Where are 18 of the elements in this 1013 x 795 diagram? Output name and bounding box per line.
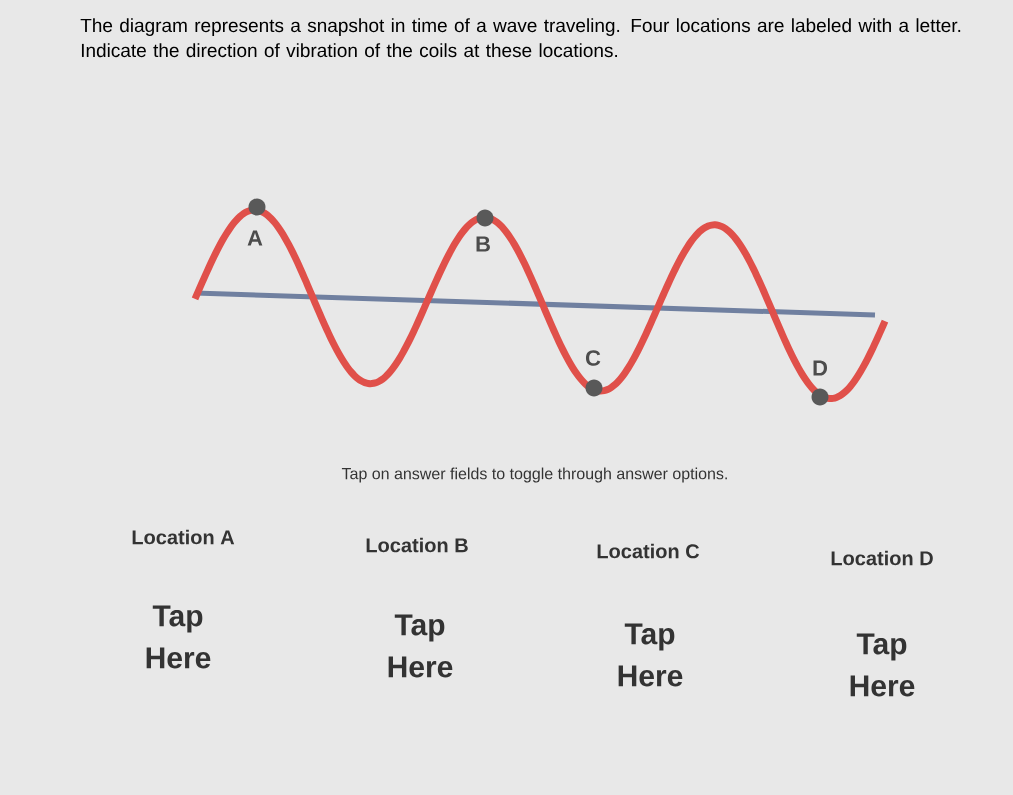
- point-marker: [585, 379, 603, 397]
- point-letter: B: [476, 236, 490, 252]
- location-label: Location A: [132, 529, 235, 545]
- point-marker: [248, 198, 266, 216]
- answer-field: Tap Here: [146, 605, 211, 669]
- location-label: Location B: [366, 537, 468, 553]
- point-letter: D: [813, 360, 827, 376]
- answer-field: Tap Here: [388, 614, 453, 678]
- location-label: Location C: [597, 543, 700, 559]
- answer-field: Tap Here: [618, 623, 683, 687]
- point-marker: [811, 388, 829, 406]
- answer-field: Tap Here: [850, 633, 915, 697]
- point-letter: A: [247, 230, 263, 246]
- instruction-text: Tap on answer fields to toggle through answer options.: [341, 467, 727, 483]
- question-text: The diagram represents a snapshot in time of a wave traveling. Four locations are labeled with a letter. Indicate the direction of vibration of the coils at these locations.: [80, 18, 961, 58]
- location-label: Location D: [831, 550, 933, 566]
- point-marker: [476, 209, 494, 227]
- point-letter: C: [585, 350, 601, 366]
